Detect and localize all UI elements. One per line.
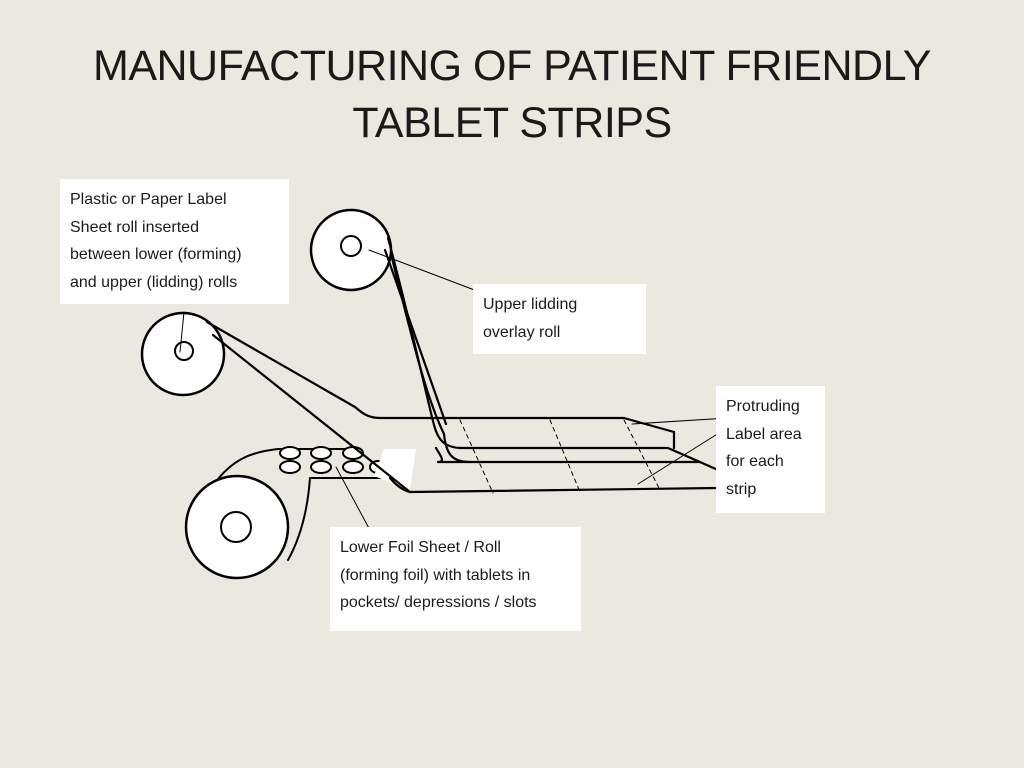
- lower-foil-roll: [184, 448, 391, 580]
- label-sheet-line-1: Plastic or Paper Label: [70, 191, 227, 208]
- label-sheet-roll: [140, 311, 226, 397]
- label-sheet-line-3: between lower (forming): [70, 246, 242, 263]
- lower-foil-line-1: Lower Foil Sheet / Roll: [340, 539, 501, 556]
- upper-lidding-roll-label: Upper lidding overlay roll: [473, 284, 646, 354]
- upper-lidding-web: [383, 236, 702, 464]
- title-line-2: TABLET STRIPS: [352, 99, 672, 147]
- upper-roll-line-1: Upper lidding: [483, 296, 578, 313]
- protruding-line-3: for each: [726, 453, 784, 470]
- tablet-pockets: [279, 446, 387, 474]
- protruding-line-2: Label area: [726, 425, 802, 443]
- lower-foil-roll-label: Lower Foil Sheet / Roll (forming foil) w…: [330, 527, 581, 631]
- protruding-line-1: Protruding: [726, 398, 800, 415]
- label-sheet-roll-label: Plastic or Paper Label Sheet roll insert…: [60, 179, 289, 304]
- label-sheet-line-2: Sheet roll inserted: [70, 218, 199, 236]
- lower-foil-line-3: pockets/ depressions / slots: [340, 594, 537, 611]
- title-line-1: MANUFACTURING OF PATIENT FRIENDLY: [93, 42, 931, 90]
- slide-title: MANUFACTURING OF PATIENT FRIENDLY TABLET…: [40, 38, 984, 152]
- composite-strip: [388, 430, 720, 494]
- label-sheet-line-4: and upper (lidding) rolls: [70, 273, 238, 291]
- protruding-line-4: strip: [726, 480, 757, 498]
- upper-lidding-roll: [309, 208, 393, 292]
- protruding-label-area-label: Protruding Label area for each strip: [716, 386, 825, 513]
- label-sheet-web: [205, 320, 676, 494]
- upper-roll-line-2: overlay roll: [483, 323, 561, 341]
- perforation-lines: [459, 419, 661, 494]
- lower-foil-line-2: (forming foil) with tablets in: [340, 566, 531, 584]
